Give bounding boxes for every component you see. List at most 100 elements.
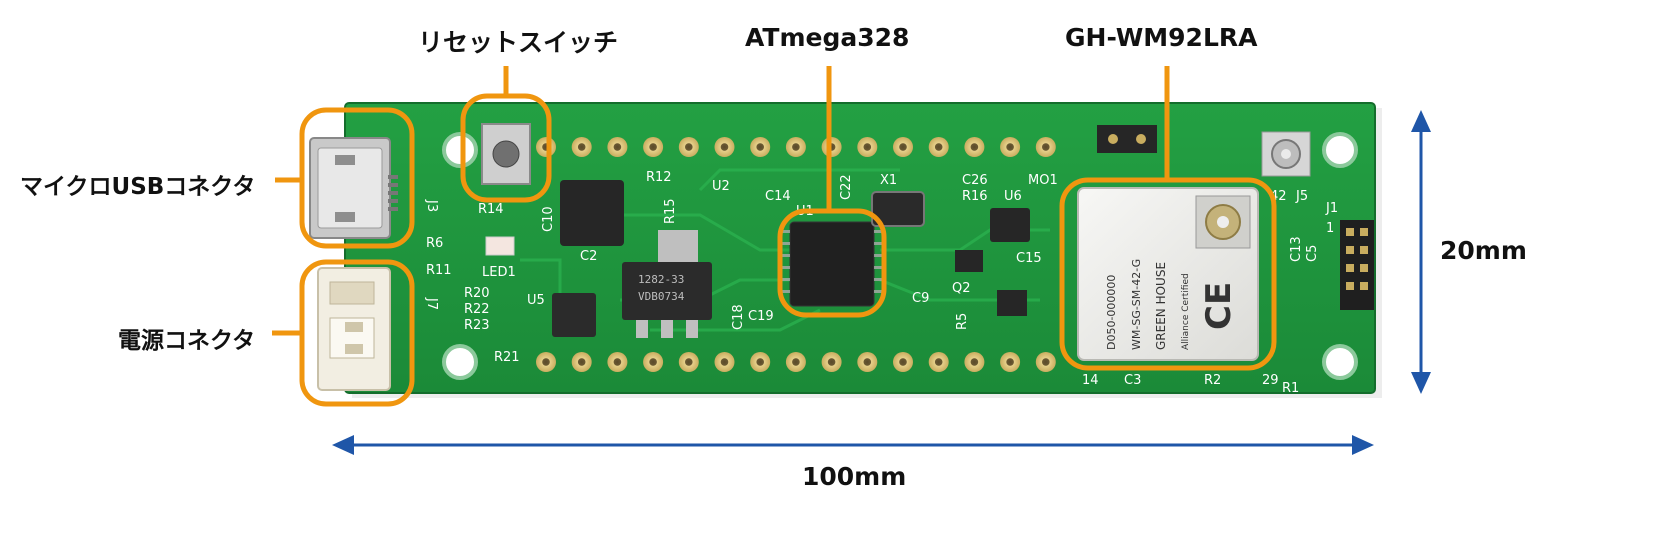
- header-pin-bottom: [571, 352, 592, 372]
- module-model: WM-SG-SM-42-G: [1130, 259, 1143, 350]
- silk-r1: R1: [1282, 381, 1299, 396]
- silk-r6: R6: [426, 236, 443, 251]
- header-pin-top: [678, 137, 699, 157]
- header-pin-top: [571, 137, 592, 157]
- silk-c14: C14: [765, 189, 791, 204]
- highlight-mcu: [777, 208, 887, 318]
- silk-c15: C15: [1016, 251, 1042, 266]
- silk-c10: C10: [541, 206, 556, 232]
- silk-1: 1: [1326, 221, 1334, 236]
- silk-c18: C18: [731, 304, 746, 330]
- silk-c13: C13: [1289, 236, 1304, 262]
- header-pin-bottom: [857, 352, 878, 372]
- silk-r11: R11: [426, 263, 452, 278]
- silk-r23: R23: [464, 318, 490, 333]
- reset-switch: [481, 123, 531, 185]
- header-pin-bottom: [1000, 352, 1021, 372]
- mosfet: [997, 290, 1027, 316]
- label-reset-switch: リセットスイッチ: [418, 28, 619, 57]
- regulator-chip: [622, 262, 712, 320]
- silk-u2: U2: [712, 179, 730, 194]
- header-pin-top: [1000, 137, 1021, 157]
- header-pin-top: [536, 137, 556, 157]
- header-pin-bottom: [964, 352, 985, 372]
- mounting-hole: [442, 132, 478, 168]
- lora-module: D050-000000 WM-SG-SM-42-G GREEN HOUSE Al…: [1077, 187, 1259, 361]
- silk-r21: R21: [494, 350, 520, 365]
- atmega328-chip: [789, 221, 875, 307]
- mounting-hole: [1322, 344, 1358, 380]
- led1: [485, 236, 515, 256]
- header-pin-bottom: [1035, 352, 1056, 372]
- silk-r2: R2: [1204, 373, 1221, 388]
- silk-14: 14: [1082, 373, 1099, 388]
- silk-j7: J7: [424, 297, 439, 310]
- reset-button-icon: [492, 140, 520, 168]
- silk-c3: C3: [1124, 373, 1141, 388]
- label-height: 20mm: [1440, 236, 1527, 265]
- q2-transistor: [955, 250, 983, 272]
- label-micro-usb: マイクロUSBコネクタ: [20, 174, 256, 200]
- j1-header: [1340, 220, 1374, 310]
- power-connector: [317, 267, 391, 391]
- header-pin-bottom: [893, 352, 913, 372]
- silk-r15: R15: [663, 198, 678, 224]
- header-pin-top: [714, 137, 735, 157]
- header-pin-bottom: [928, 352, 949, 372]
- silk-r22: R22: [464, 302, 490, 317]
- header-pin-bottom: [714, 352, 735, 372]
- header-pin-top: [643, 137, 664, 157]
- silk-c19: C19: [748, 309, 774, 324]
- silk-j1: J1: [1325, 201, 1338, 216]
- silk-c2: C2: [580, 249, 597, 264]
- silkscreen-labels: R12 U2 C14 R15 C10 U1 C22 X1 C26 R16 U6 …: [424, 170, 1338, 396]
- header-pin-bottom: [678, 352, 699, 372]
- header-pin-top: [1035, 137, 1056, 157]
- label-width: 100mm: [802, 462, 907, 491]
- header-pin-top: [785, 137, 806, 157]
- silk-u6: U6: [1004, 189, 1022, 204]
- header-pin-top: [857, 137, 878, 157]
- usb-serial-chip: [560, 180, 624, 246]
- regulator-marking-2: VDB0734: [638, 290, 685, 303]
- u6-chip: [990, 208, 1030, 242]
- silk-c5: C5: [1305, 245, 1320, 262]
- silk-r12: R12: [646, 170, 672, 185]
- label-lora-module: GH-WM92LRA: [1065, 23, 1258, 52]
- silk-mo1: MO1: [1028, 173, 1058, 188]
- header-pin-top: [750, 137, 771, 157]
- silk-r20: R20: [464, 286, 490, 301]
- silk-c22: C22: [839, 174, 854, 200]
- silk-29: 29: [1262, 373, 1279, 388]
- header-pin-top: [607, 137, 628, 157]
- j6-jumper: [1097, 125, 1157, 153]
- micro-usb-connector: [309, 137, 398, 239]
- mounting-hole: [442, 344, 478, 380]
- module-cert: Alliance Certified: [1181, 273, 1191, 350]
- silk-r16: R16: [962, 189, 988, 204]
- label-mcu: ATmega328: [745, 23, 910, 52]
- silk-j5: J5: [1295, 189, 1308, 204]
- mounting-hole: [1322, 132, 1358, 168]
- silk-j3: J3: [424, 199, 439, 212]
- silk-led1: LED1: [482, 265, 516, 280]
- ce-mark-icon: CE: [1199, 282, 1239, 330]
- header-pin-top: [821, 137, 842, 157]
- dimension-arrows: [332, 110, 1431, 455]
- header-pins-top: [536, 137, 1056, 157]
- crystal: [871, 191, 925, 227]
- highlight-outlines: [272, 66, 1277, 407]
- header-pins-bottom: [536, 352, 1056, 372]
- chips: 1282-33 VDB0734: [485, 125, 1157, 338]
- silk-q2: Q2: [952, 281, 971, 296]
- silk-u5: U5: [527, 293, 545, 308]
- silk-r5: R5: [955, 313, 970, 330]
- header-pin-top: [928, 137, 949, 157]
- silk-c9: C9: [912, 291, 929, 306]
- regulator-marking: 1282-33: [638, 273, 684, 286]
- silk-x1: X1: [880, 173, 897, 188]
- silk-r14: R14: [478, 202, 504, 217]
- header-pin-bottom: [536, 352, 556, 372]
- module-maker: GREEN HOUSE: [1154, 262, 1168, 350]
- header-pin-bottom: [821, 352, 842, 372]
